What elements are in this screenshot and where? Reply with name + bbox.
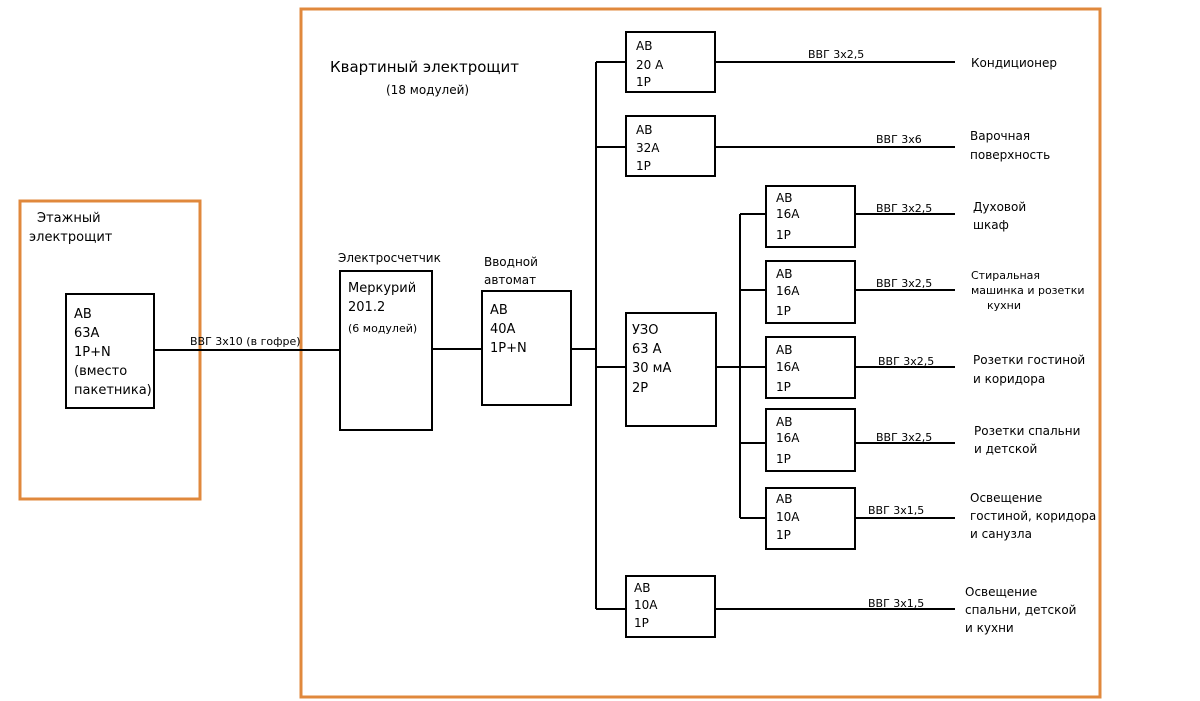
load-label-8: Освещение спальни, детской и кухни bbox=[965, 585, 1080, 635]
meter-model: Меркурий 201.2 bbox=[348, 281, 420, 315]
feeder-cable-label: ВВГ 3х10 (в гофре) bbox=[190, 335, 301, 348]
cable-label-1: ВВГ 3х2,5 bbox=[808, 48, 864, 61]
cable-label-5: ВВГ 3х2,5 bbox=[878, 355, 934, 368]
cable-label-6: ВВГ 3х2,5 bbox=[876, 431, 932, 444]
meter-box bbox=[339, 270, 433, 431]
breaker-text-1: АВ 20 А 1Р bbox=[636, 39, 667, 89]
load-label-7: Освещение гостиной, коридора и санузла bbox=[970, 491, 1100, 541]
breaker-box-8 bbox=[625, 575, 716, 638]
rcd-box bbox=[625, 312, 717, 427]
breaker-text-8: АВ 10А 1Р bbox=[634, 581, 661, 630]
load-label-4: Стиральная машинка и розетки кухни bbox=[971, 269, 1088, 312]
cable-label-2: ВВГ 3х6 bbox=[876, 133, 922, 146]
breaker-text-4: АВ 16А 1Р bbox=[776, 267, 803, 318]
cable-label-3: ВВГ 3х2,5 bbox=[876, 202, 932, 215]
load-label-5: Розетки гостиной и коридора bbox=[973, 353, 1089, 386]
load-label-3: Духовой шкаф bbox=[973, 200, 1030, 232]
cable-label-8: ВВГ 3х1,5 bbox=[868, 597, 924, 610]
breaker-text-2: АВ 32А 1Р bbox=[636, 123, 663, 173]
breaker-text-5: АВ 16А 1Р bbox=[776, 343, 803, 394]
breaker-text-7: АВ 10А 1Р bbox=[776, 492, 803, 542]
meter-heading: Электросчетчик bbox=[338, 251, 441, 265]
apartment-panel-title: Квартиный электрощит bbox=[330, 58, 519, 76]
cable-label-7: ВВГ 3х1,5 bbox=[868, 504, 924, 517]
main-breaker-text: АВ 63А 1P+N (вместо пакетника) bbox=[74, 307, 152, 398]
load-label-2: Варочная поверхность bbox=[970, 129, 1050, 162]
breaker-box-6 bbox=[765, 408, 856, 472]
floor-panel-label: Этажный электрощит bbox=[29, 211, 113, 245]
input-breaker-text: АВ 40А 1P+N bbox=[490, 303, 527, 356]
apartment-panel-border bbox=[299, 7, 1102, 699]
load-label-6: Розетки спальни и детской bbox=[974, 424, 1084, 456]
breaker-text-6: АВ 16А 1Р bbox=[776, 415, 803, 466]
meter-note: (6 модулей) bbox=[348, 322, 417, 335]
cable-label-4: ВВГ 3х2,5 bbox=[876, 277, 932, 290]
input-breaker-heading: Вводной автомат bbox=[484, 255, 542, 287]
load-label-1: Кондиционер bbox=[971, 56, 1057, 70]
breaker-box-4 bbox=[765, 260, 856, 324]
breaker-box-3 bbox=[765, 185, 856, 248]
apartment-panel-subtitle: (18 модулей) bbox=[386, 83, 469, 97]
rcd-text: УЗО 63 А 30 мА 2Р bbox=[632, 323, 676, 396]
breaker-text-3: АВ 16А 1Р bbox=[776, 191, 803, 242]
